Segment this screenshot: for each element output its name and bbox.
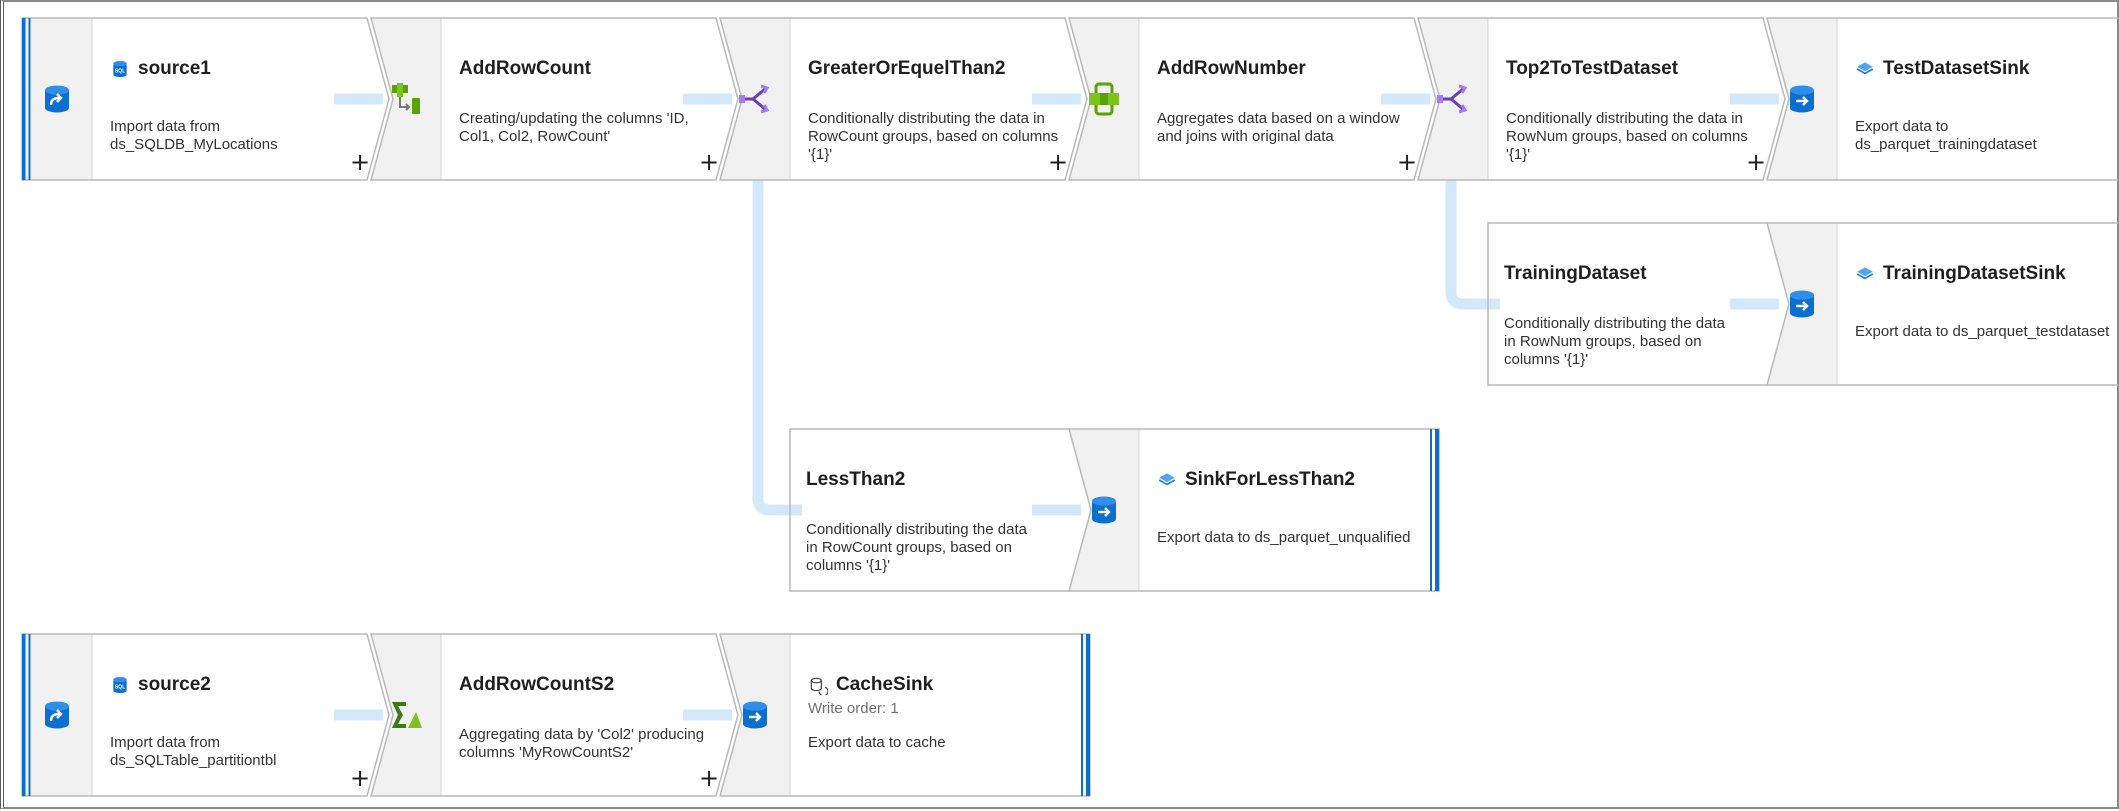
node-title-text: AddRowNumber (1157, 58, 1306, 79)
aggregate-icon (392, 702, 422, 728)
node-title: AddRowNumber (1157, 58, 1306, 80)
node-title: AddRowCount (459, 58, 591, 80)
sink-database-icon (743, 701, 767, 729)
connector-layer (334, 93, 1779, 721)
node-title-text: CacheSink (836, 674, 934, 695)
node-icon-panel (1767, 223, 1837, 385)
node-description: Conditionally distributing the data in R… (806, 521, 1027, 574)
node-description: Aggregating data by 'Col2' producing col… (459, 726, 705, 761)
node-icon-panel (720, 634, 790, 796)
parquet-icon (1856, 267, 1874, 280)
node-icon-panel (1767, 18, 1837, 180)
node-icon-panel (371, 18, 441, 180)
node-description: Export data to ds_parquet_unqualified (1157, 529, 1411, 546)
sink-database-icon (1790, 85, 1814, 113)
window-icon (1089, 82, 1119, 116)
node-title-text: AddRowCount (459, 58, 591, 79)
node-title: TrainingDataset (1504, 263, 1647, 285)
node-title: LessThan2 (806, 469, 905, 491)
parquet-icon (1158, 473, 1176, 486)
node-title-text: GreaterOrEquelThan2 (808, 58, 1006, 79)
svg-text:SQL: SQL (115, 684, 125, 690)
node-title-text: Top2ToTestDataset (1506, 58, 1679, 79)
conditional-split-icon (1437, 84, 1468, 114)
node-description: Conditionally distributing the data in R… (808, 110, 1059, 163)
node-title-text: SinkForLessThan2 (1185, 469, 1355, 490)
node-description: Conditionally distributing the data in R… (1504, 315, 1725, 368)
connector-line (1445, 180, 1500, 310)
node-icon-panel (1069, 18, 1139, 180)
node-icon-panel (22, 634, 92, 796)
source-database-icon (45, 85, 69, 113)
cache-icon (810, 677, 828, 695)
node-title-text: TrainingDatasetSink (1883, 263, 2066, 284)
sink-database-icon (1092, 496, 1116, 524)
node-description: Export data to cache (808, 734, 946, 751)
node-icon-panel (720, 18, 790, 180)
node-title-text: source2 (138, 674, 211, 695)
node-title: Top2ToTestDataset (1506, 58, 1678, 80)
node-title: TestDatasetSink (1855, 58, 2029, 80)
add-transformation-button[interactable]: + (1396, 148, 1418, 176)
add-transformation-button[interactable]: + (698, 764, 720, 792)
node-icon-panel (22, 18, 92, 180)
conditional-split-icon (739, 84, 770, 114)
sql-database-icon: SQL (113, 60, 127, 78)
node-title-text: TrainingDataset (1504, 263, 1647, 284)
add-transformation-button[interactable]: + (349, 764, 371, 792)
add-transformation-button[interactable]: + (349, 148, 371, 176)
node-description: Export data to ds_parquet_trainingdatase… (1855, 118, 2037, 153)
node-icon-panel (1069, 429, 1139, 591)
node-title: SQL source1 (110, 58, 211, 80)
add-transformation-button[interactable]: + (1047, 148, 1069, 176)
sql-database-icon: SQL (113, 676, 127, 694)
add-transformation-button[interactable]: + (1745, 148, 1767, 176)
node-title: SQL source2 (110, 674, 211, 696)
add-transformation-button[interactable]: + (698, 148, 720, 176)
node-description: Import data from ds_SQLTable_partitiontb… (110, 734, 277, 769)
node-title-text: TestDatasetSink (1883, 58, 2030, 79)
node-shape (370, 17, 739, 181)
node-icon-panel (1418, 18, 1488, 180)
derived-column-icon (392, 83, 420, 114)
node-title-text: AddRowCountS2 (459, 674, 615, 695)
node-description: Export data to ds_parquet_testdataset (1855, 323, 2110, 340)
node-subtitle: Write order: 1 (808, 700, 899, 717)
parquet-icon (1856, 62, 1874, 75)
node-title: AddRowCountS2 (459, 674, 614, 696)
node-title: CacheSink (808, 674, 933, 696)
node-title: SinkForLessThan2 (1157, 469, 1355, 491)
node-icon-panel (371, 634, 441, 796)
svg-text:SQL: SQL (115, 68, 125, 74)
node-description: Creating/updating the columns 'ID, Col1,… (459, 110, 689, 145)
node-title: TrainingDatasetSink (1855, 263, 2066, 285)
node-description: Conditionally distributing the data in R… (1506, 110, 1748, 163)
node-title: GreaterOrEquelThan2 (808, 58, 1005, 80)
sink-database-icon (1790, 290, 1814, 318)
node-title-text: source1 (138, 58, 211, 79)
source-database-icon (45, 701, 69, 729)
node-description: Aggregates data based on a window and jo… (1157, 110, 1400, 145)
node-title-text: LessThan2 (806, 469, 906, 490)
node-description: Import data from ds_SQLDB_MyLocations (110, 118, 278, 153)
node-shape (370, 633, 739, 797)
connector-line (752, 180, 802, 516)
